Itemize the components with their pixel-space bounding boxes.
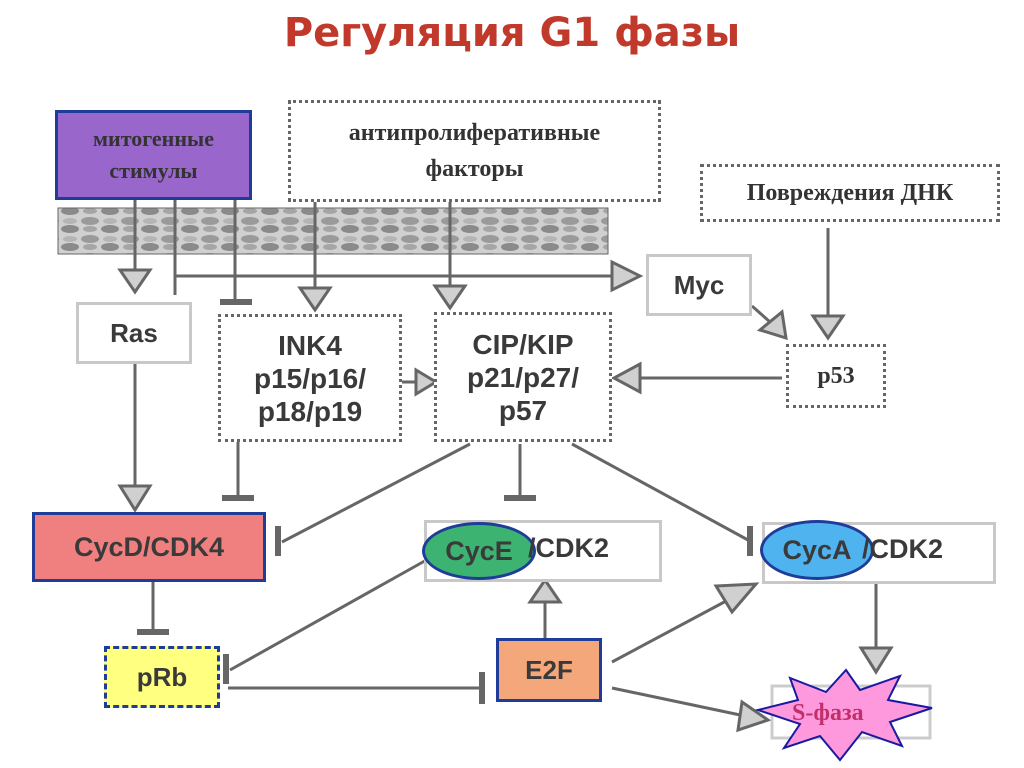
ras-label: Ras <box>110 317 158 348</box>
ras-node: Ras <box>76 302 192 364</box>
arrowhead-anti-ink4 <box>297 286 333 313</box>
dna-damage-label: Повреждения ДНК <box>746 179 954 206</box>
arrowhead-cyca-sphase <box>858 646 894 675</box>
arrowhead-myc-p53 <box>756 309 788 341</box>
arrowhead-ink4-cip <box>414 367 439 397</box>
arrowhead-e2f-cyce <box>527 577 563 604</box>
cell-membrane <box>57 207 609 255</box>
e2f-node: E2F <box>496 638 602 702</box>
sphase-label: S-фаза <box>792 700 864 726</box>
antiproliferative-label: антипролиферативные факторы <box>348 120 601 182</box>
arrowhead-ras-cycd <box>117 484 153 513</box>
cipkip-label: CIP/KIP p21/p27/ p57 <box>466 328 580 426</box>
cyca-cdk2-label: /CDK2 <box>862 534 944 564</box>
myc-label: Myc <box>673 269 725 300</box>
arrowhead-e2f-cyca <box>713 582 760 615</box>
arrowhead-p53-cip <box>610 361 642 395</box>
cyca-ellipse: CycA <box>760 520 874 580</box>
mitogenic-label: митогенные стимулы <box>93 126 214 183</box>
sphase-star <box>754 668 933 762</box>
cyce-cdk2-label: /CDK2 <box>528 533 610 563</box>
ink4-label: INK4 p15/p16/ p18/p19 <box>253 329 367 427</box>
p53-node: p53 <box>786 344 886 408</box>
cyca-label: CycA <box>782 534 852 565</box>
arrowhead-anti-cip <box>432 284 468 311</box>
cyce-label: CycE <box>445 535 513 566</box>
e2f-label: E2F <box>525 654 573 685</box>
inhibit-cip-cyca <box>571 442 749 542</box>
myc-node: Myc <box>646 254 752 316</box>
ink4-node: INK4 p15/p16/ p18/p19 <box>218 314 402 442</box>
antiproliferative-node: антипролиферативные факторы <box>288 100 661 202</box>
arrowhead-mito-myc <box>610 259 644 293</box>
mitogenic-stimuli-node: митогенные стимулы <box>55 110 252 200</box>
arrowhead-dna-p53 <box>810 314 846 341</box>
arrowhead-mito-ras <box>117 268 153 295</box>
inhibit-cyce-prb <box>229 556 431 672</box>
prb-node: pRb <box>104 646 220 708</box>
arrowhead-e2f-sphase <box>736 699 772 733</box>
cycd-cdk4-node: CycD/CDK4 <box>32 512 266 582</box>
cipkip-node: CIP/KIP p21/p27/ p57 <box>434 312 612 442</box>
arrow-myc-p53 <box>751 304 771 324</box>
arrow-e2f-cyca <box>611 598 729 664</box>
p53-label: p53 <box>817 362 855 389</box>
arrow-e2f-sphase <box>611 686 746 718</box>
prb-label: pRb <box>136 661 188 692</box>
cyce-ellipse: CycE <box>422 522 536 580</box>
cycd-label: CycD/CDK4 <box>73 531 225 562</box>
inhibit-cip-cycd <box>281 442 471 544</box>
dna-damage-node: Повреждения ДНК <box>700 164 1000 222</box>
page-title: Регуляция G1 фазы <box>283 10 741 56</box>
